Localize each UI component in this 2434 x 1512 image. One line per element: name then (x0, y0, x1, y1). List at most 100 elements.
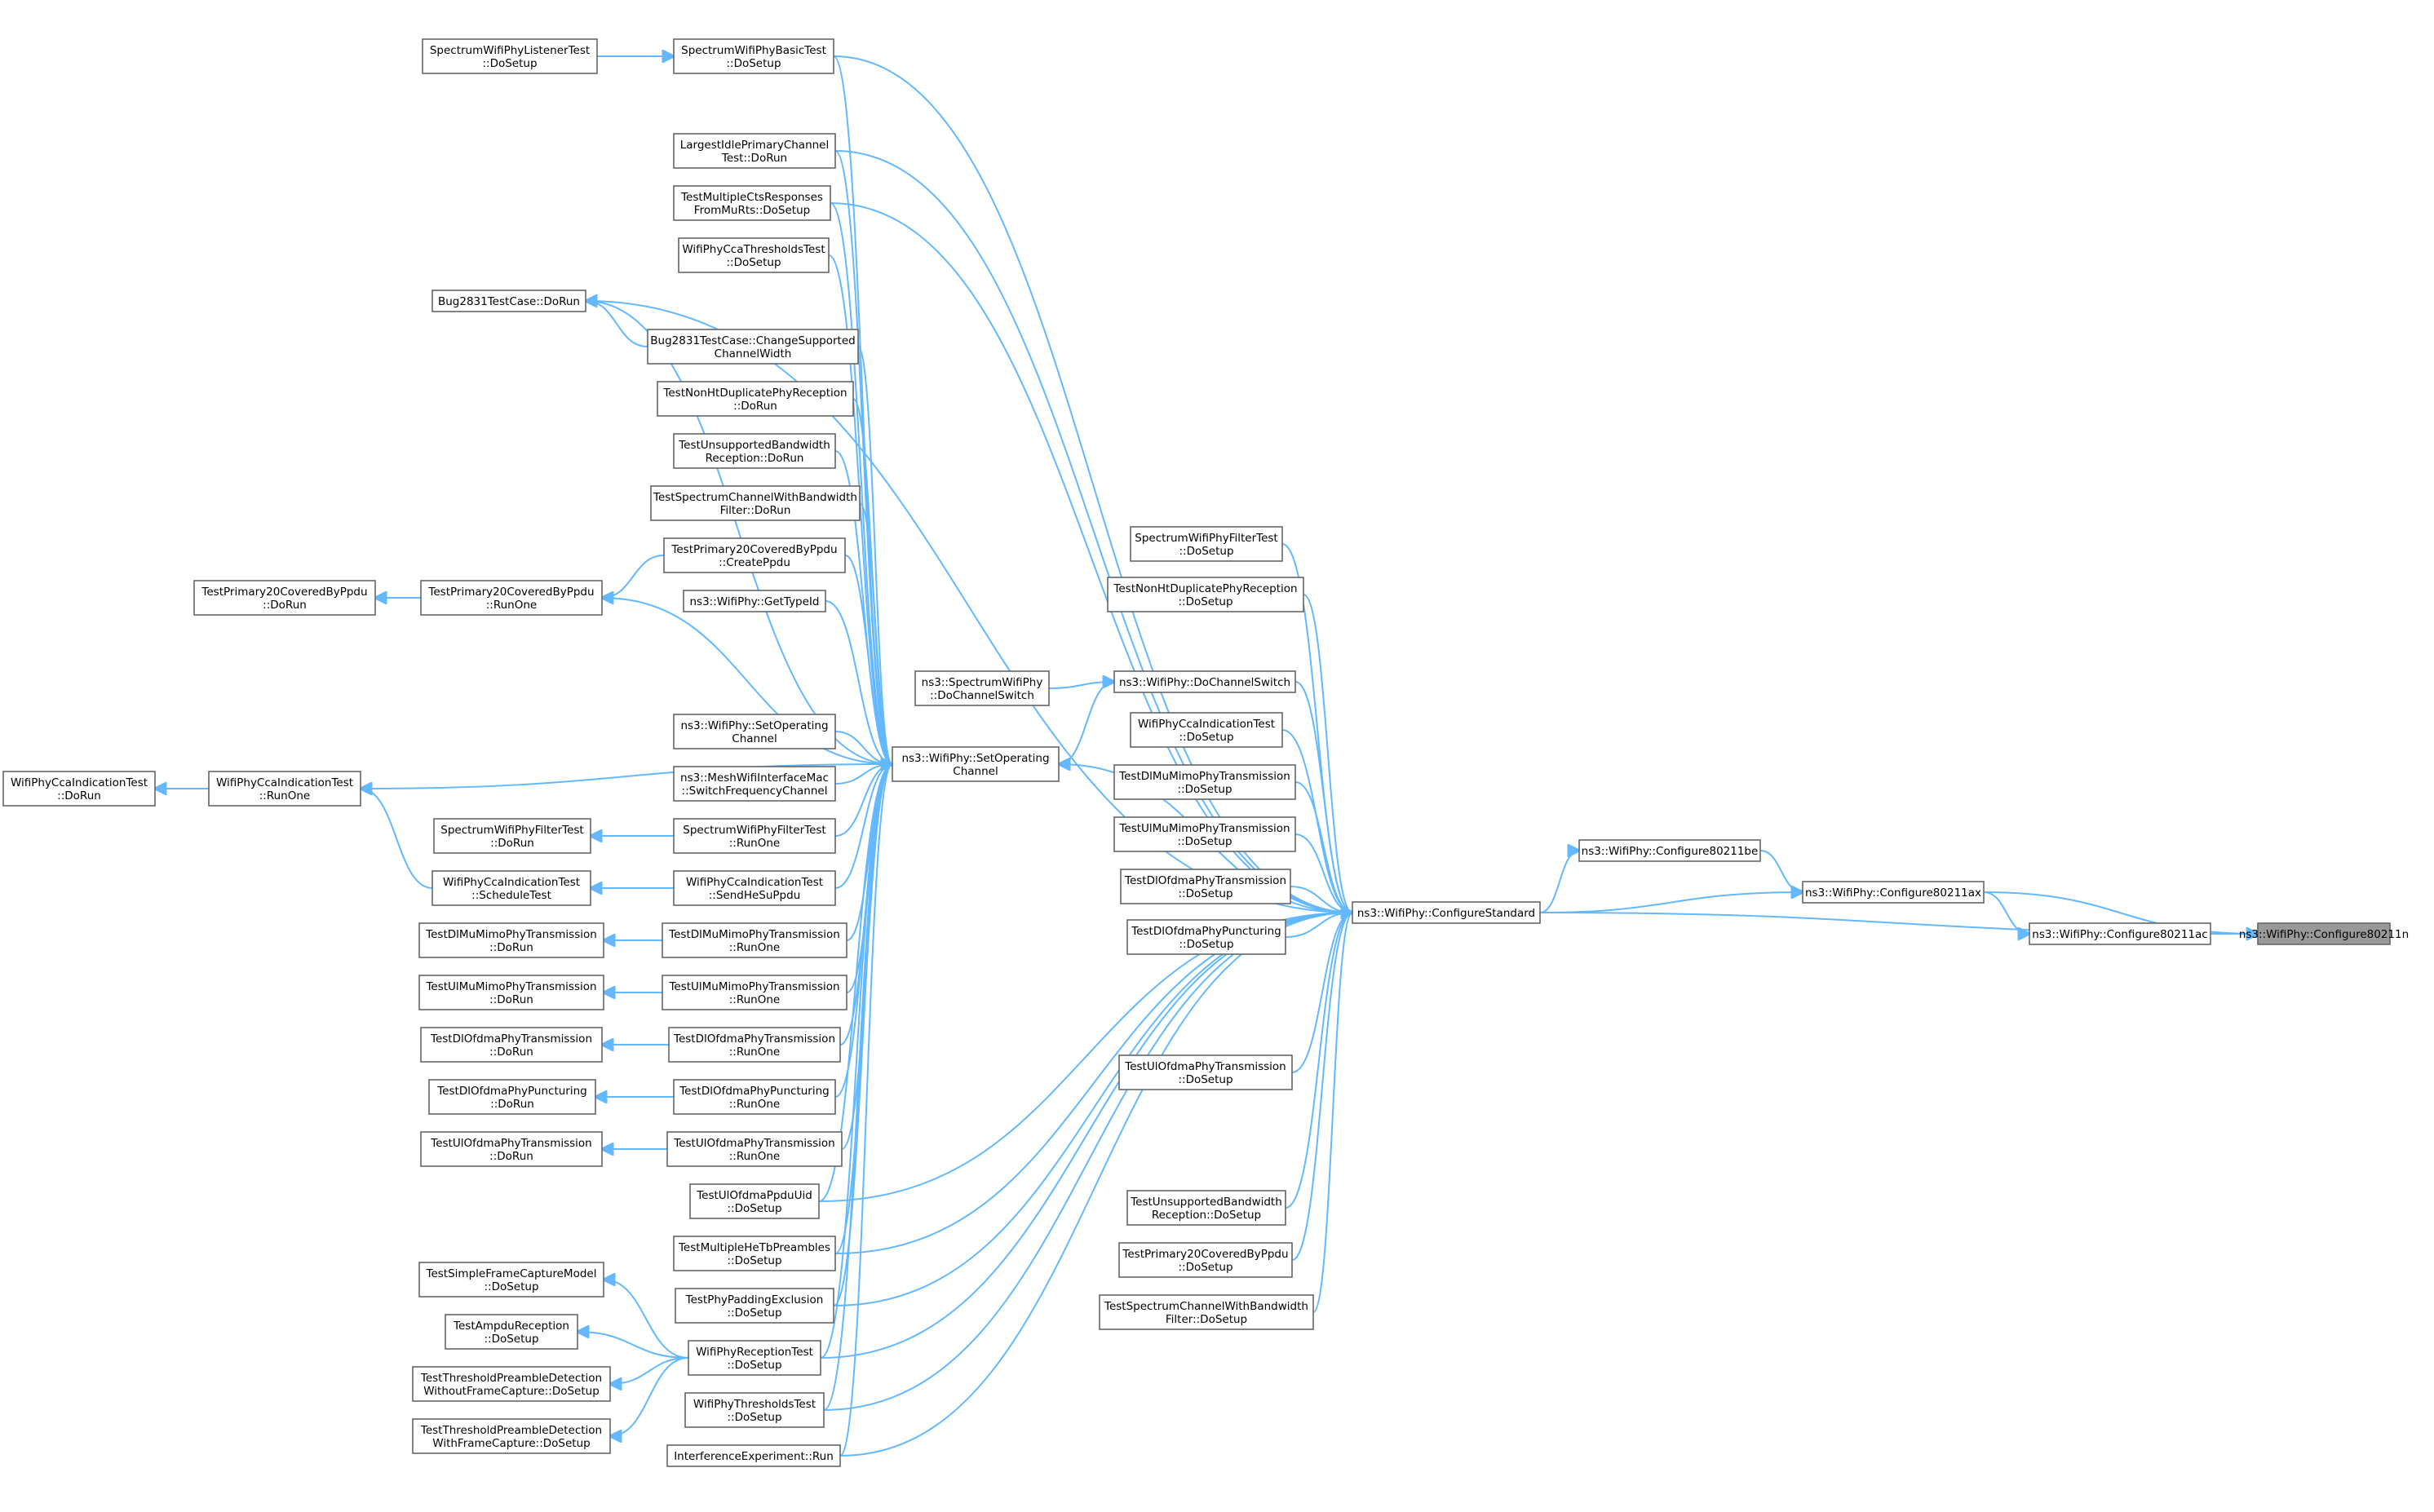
node-thrwith_setup[interactable]: TestThresholdPreambleDetectionWithFrameC… (412, 1418, 611, 1454)
node-interf_run[interactable]: InterferenceExperiment::Run (666, 1444, 841, 1467)
node-sfilt_setup[interactable]: SpectrumWifiPhyFilterTest::DoSetup (1130, 526, 1283, 562)
node-dlofdma_dorun[interactable]: TestDlOfdmaPhyTransmission::DoRun (420, 1027, 603, 1063)
node-padding_setup[interactable]: TestPhyPaddingExclusion::DoSetup (675, 1288, 834, 1324)
node-thr_setup[interactable]: WifiPhyThresholdsTest::DoSetup (684, 1392, 825, 1428)
node-label: TestDlOfdmaPhyTransmission (430, 1032, 592, 1046)
node-dlpunct_setup[interactable]: TestDlOfdmaPhyPuncturing::DoSetup (1126, 919, 1286, 955)
node-label: TestUlMuMimoPhyTransmission (1118, 822, 1290, 835)
edge-sbasic_setup-to-cfgstd (833, 55, 1352, 913)
node-ccathr_setup[interactable]: WifiPhyCcaThresholdsTest::DoSetup (678, 237, 830, 273)
node-dochsw[interactable]: ns3::WifiPhy::DoChannelSwitch (1113, 670, 1296, 693)
node-multihetb_setup[interactable]: TestMultipleHeTbPreambles::DoSetup (673, 1236, 836, 1271)
node-specbw_setup[interactable]: TestSpectrumChannelWithBandwidthFilter::… (1099, 1294, 1314, 1330)
node-prim_runone[interactable]: TestPrimary20CoveredByPpdu::RunOne (420, 580, 603, 616)
node-cfgstd[interactable]: ns3::WifiPhy::ConfigureStandard (1352, 901, 1541, 924)
node-label: Filter::DoRun (720, 504, 791, 517)
node-label: ::DoRun (263, 599, 307, 612)
node-dlmu_dorun[interactable]: TestDlMuMimoPhyTransmission::DoRun (418, 922, 604, 958)
node-simplecap_setup[interactable]: TestSimpleFrameCaptureModel::DoSetup (418, 1262, 604, 1298)
node-ulmu_runone[interactable]: TestUlMuMimoPhyTransmission::RunOne (662, 975, 847, 1010)
node-specdochsw[interactable]: ns3::SpectrumWifiPhy::DoChannelSwitch (914, 670, 1050, 706)
node-label: InterferenceExperiment::Run (674, 1450, 834, 1463)
node-mesh_switch[interactable]: ns3::MeshWifiInterfaceMac::SwitchFrequen… (673, 766, 836, 802)
node-box (684, 1392, 825, 1428)
node-ccaind_sched[interactable]: WifiPhyCcaIndicationTest::ScheduleTest (431, 870, 591, 906)
node-prim_setup[interactable]: TestPrimary20CoveredByPpdu::DoSetup (1118, 1242, 1293, 1278)
node-ccaind_sendhe[interactable]: WifiPhyCcaIndicationTest::SendHeSuPpdu (673, 870, 836, 906)
node-label: TestDlOfdmaPhyTransmission (1124, 874, 1286, 887)
edge-cfgstd-to-c80211be (1539, 851, 1579, 913)
node-nonht_setup[interactable]: TestNonHtDuplicatePhyReception::DoSetup (1107, 577, 1304, 612)
edge-ulofdma_setup-to-cfgstd (1291, 913, 1352, 1073)
edge-recv_setup-to-thrwithout_setup (610, 1357, 689, 1384)
node-label: TestThresholdPreambleDetection (420, 1372, 602, 1385)
node-sbasic_setup[interactable]: SpectrumWifiPhyBasicTest::DoSetup (673, 38, 834, 74)
node-sfilt_dorun[interactable]: SpectrumWifiPhyFilterTest::DoRun (433, 818, 591, 854)
edge-c80211ax-to-c80211ac (1983, 891, 2029, 934)
node-box (1118, 1054, 1293, 1090)
node-label: ChannelWidth (715, 347, 792, 360)
node-unsup_setup[interactable]: TestUnsupportedBandwidthReception::DoSet… (1126, 1190, 1286, 1226)
edge-recv_setup-to-thrwith_setup (610, 1357, 689, 1436)
node-label: TestNonHtDuplicatePhyReception (662, 387, 847, 400)
node-sfilt_runone[interactable]: SpectrumWifiPhyFilterTest::RunOne (673, 818, 836, 854)
node-dlpunct_runone[interactable]: TestDlOfdmaPhyPuncturing::RunOne (673, 1079, 836, 1115)
nodes: ns3::WifiPhy::Configure80211n ns3::WifiPh… (2, 38, 2409, 1467)
node-label: Channel (732, 732, 777, 745)
node-specbw_run[interactable]: TestSpectrumChannelWithBandwidthFilter::… (650, 485, 861, 521)
node-label: ::RunOne (729, 1046, 780, 1059)
node-label: ::DoChannelSwitch (930, 689, 1034, 702)
node-ulofdma_runone[interactable]: TestUlOfdmaPhyTransmission::RunOne (666, 1131, 843, 1167)
node-label: Reception::DoSetup (1152, 1209, 1261, 1222)
node-label: ::DoSetup (726, 57, 781, 70)
edge-bug_run-to-setop (585, 300, 892, 764)
edge-c80211be-to-c80211ax (1759, 850, 1803, 892)
node-label: TestPrimary20CoveredByPpdu (427, 586, 594, 599)
node-c80211ac[interactable]: ns3::WifiPhy::Configure80211ac (2029, 922, 2211, 945)
node-bug_run[interactable]: Bug2831TestCase::DoRun (431, 290, 586, 312)
node-thrwithout_setup[interactable]: TestThresholdPreambleDetectionWithoutFra… (412, 1366, 611, 1402)
node-prim_create[interactable]: TestPrimary20CoveredByPpdu::CreatePpdu (663, 537, 846, 573)
node-label: TestMultipleCtsResponses (680, 191, 823, 204)
node-nonht_run[interactable]: TestNonHtDuplicatePhyReception::DoRun (657, 381, 854, 417)
node-ulmu_setup[interactable]: TestUlMuMimoPhyTransmission::DoSetup (1113, 816, 1296, 852)
node-slisten_setup[interactable]: SpectrumWifiPhyListenerTest::DoSetup (422, 38, 598, 74)
node-ulmu_dorun[interactable]: TestUlMuMimoPhyTransmission::DoRun (418, 975, 604, 1010)
node-label: ::DoRun (57, 789, 101, 802)
node-dlofdma_setup[interactable]: TestDlOfdmaPhyTransmission::DoSetup (1120, 869, 1291, 904)
node-ccaind_runone[interactable]: WifiPhyCcaIndicationTest::RunOne (208, 771, 361, 807)
node-prim_dorun[interactable]: TestPrimary20CoveredByPpdu::DoRun (193, 580, 376, 616)
node-box (892, 746, 1060, 782)
node-box (647, 329, 859, 365)
node-c80211be[interactable]: ns3::WifiPhy::Configure80211be (1578, 839, 1761, 862)
node-ampdu_setup[interactable]: TestAmpduReception::DoSetup (445, 1314, 578, 1350)
node-c80211n[interactable]: ns3::WifiPhy::Configure80211n (2239, 922, 2409, 945)
node-dlmu_runone[interactable]: TestDlMuMimoPhyTransmission::RunOne (662, 922, 847, 958)
node-ccaind_setup[interactable]: WifiPhyCcaIndicationTest::DoSetup (1130, 712, 1283, 748)
node-dlofdma_runone[interactable]: TestDlOfdmaPhyTransmission::RunOne (668, 1027, 841, 1063)
node-bug_change[interactable]: Bug2831TestCase::ChangeSupportedChannelW… (647, 329, 859, 365)
node-gettypeid[interactable]: ns3::WifiPhy::GetTypeId (683, 590, 826, 612)
edge-gettypeid-to-setop (825, 600, 892, 764)
node-ccaind_dorun[interactable]: WifiPhyCcaIndicationTest::DoRun (2, 771, 156, 807)
node-ulofdma_dorun[interactable]: TestUlOfdmaPhyTransmission::DoRun (420, 1131, 603, 1167)
node-uluid_setup[interactable]: TestUlOfdmaPpduUid::DoSetup (689, 1183, 820, 1219)
node-box (673, 818, 836, 854)
node-dlmu_setup[interactable]: TestDlMuMimoPhyTransmission::DoSetup (1113, 764, 1296, 800)
node-label: WifiPhyCcaIndicationTest (686, 876, 823, 889)
node-box (668, 1027, 841, 1063)
node-label: TestPrimary20CoveredByPpdu (1122, 1248, 1288, 1261)
node-multicts_setup[interactable]: TestMultipleCtsResponsesFromMuRts::DoSet… (673, 185, 831, 221)
node-c80211ax[interactable]: ns3::WifiPhy::Configure80211ax (1802, 881, 1985, 904)
node-dlpunct_dorun[interactable]: TestDlOfdmaPhyPuncturing::DoRun (428, 1079, 596, 1115)
node-label: WifiPhyCcaIndicationTest (11, 776, 148, 789)
node-label: Reception::DoRun (706, 452, 804, 465)
node-box (412, 1366, 611, 1402)
node-box (1118, 1242, 1293, 1278)
node-ulofdma_setup[interactable]: TestUlOfdmaPhyTransmission::DoSetup (1118, 1054, 1293, 1090)
node-recv_setup[interactable]: WifiPhyReceptionTest::DoSetup (688, 1340, 821, 1376)
